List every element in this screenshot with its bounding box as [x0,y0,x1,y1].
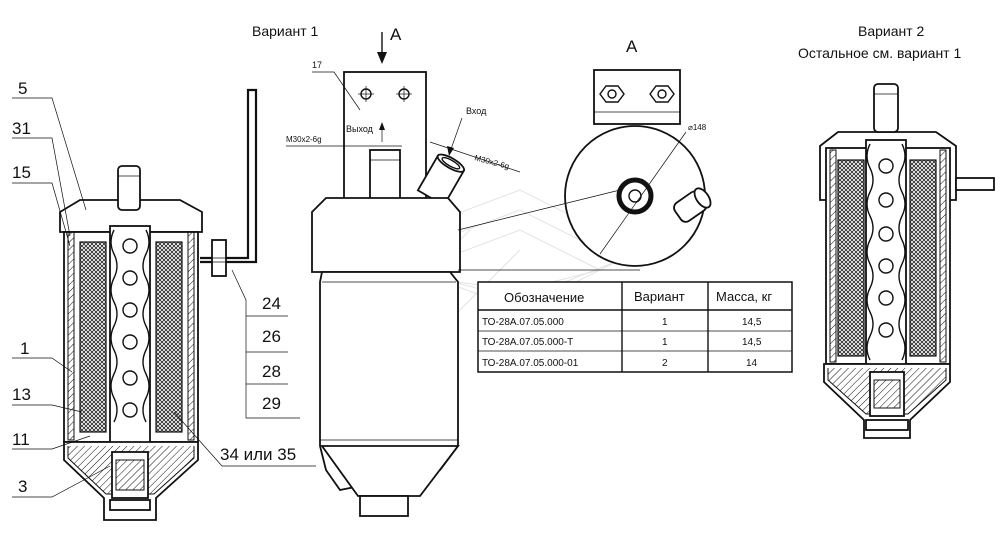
callout-28: 28 [262,362,281,381]
callout-31: 31 [12,119,31,138]
variant2-title: Вариант 2 [858,23,925,39]
table-row-3-mass: 14 [746,358,758,369]
view-a: A ⌀148 [457,37,712,271]
callout-13: 13 [12,385,31,404]
view-arrow-a: A [390,25,402,44]
table-header-variant: Вариант [634,289,685,304]
right-callouts: 24 26 28 29 34 или 35 [220,294,296,464]
left-section-view [59,88,258,521]
specification-table: Обозначение Вариант Масса, кг ТО-28А.07.… [477,281,793,373]
variant2-note: Остальное см. вариант 1 [798,45,961,61]
callout-26: 26 [262,327,281,346]
table-header-designation: Обозначение [504,290,584,305]
outlet-label: Выход [346,124,374,134]
view-a-label: A [626,37,638,56]
table-row-3-variant: 2 [662,358,668,369]
table-row-1-mass: 14,5 [742,317,762,328]
left-callouts: 5 31 15 1 13 11 3 [12,79,31,496]
callout-29: 29 [262,394,281,413]
callout-5: 5 [18,79,27,98]
variant1-title: Вариант 1 [252,23,319,39]
table-row-3-designation: ТО-28А.07.05.000-01 [482,358,579,369]
left-callout-leaders [12,97,316,498]
right-section-view: Вариант 2 Остальное см. вариант 1 [798,23,995,439]
table-row-2-variant: 1 [662,337,668,348]
center-external-view: Вариант 1 A 17 Выход M30x2-6g Вход M30x2 [252,23,521,517]
callout-3: 3 [18,477,27,496]
table-row-2-designation: ТО-28А.07.05.000-Т [482,337,573,348]
table-row-1-variant: 1 [662,317,668,328]
diameter-148: ⌀148 [688,123,707,132]
table-header-mass: Масса, кг [716,289,772,304]
callout-34-or-35: 34 или 35 [220,445,296,464]
thread-right: M30x2-6g [473,153,510,171]
table-row-2-mass: 14,5 [742,337,762,348]
callout-11: 11 [12,430,30,449]
inlet-label: Вход [466,106,487,116]
thread-left: M30x2-6g [286,135,322,144]
callout-17: 17 [312,60,322,70]
callout-1: 1 [20,339,29,358]
callout-24: 24 [262,294,281,313]
callout-15: 15 [12,163,31,182]
table-row-1-designation: ТО-28А.07.05.000 [482,317,564,328]
